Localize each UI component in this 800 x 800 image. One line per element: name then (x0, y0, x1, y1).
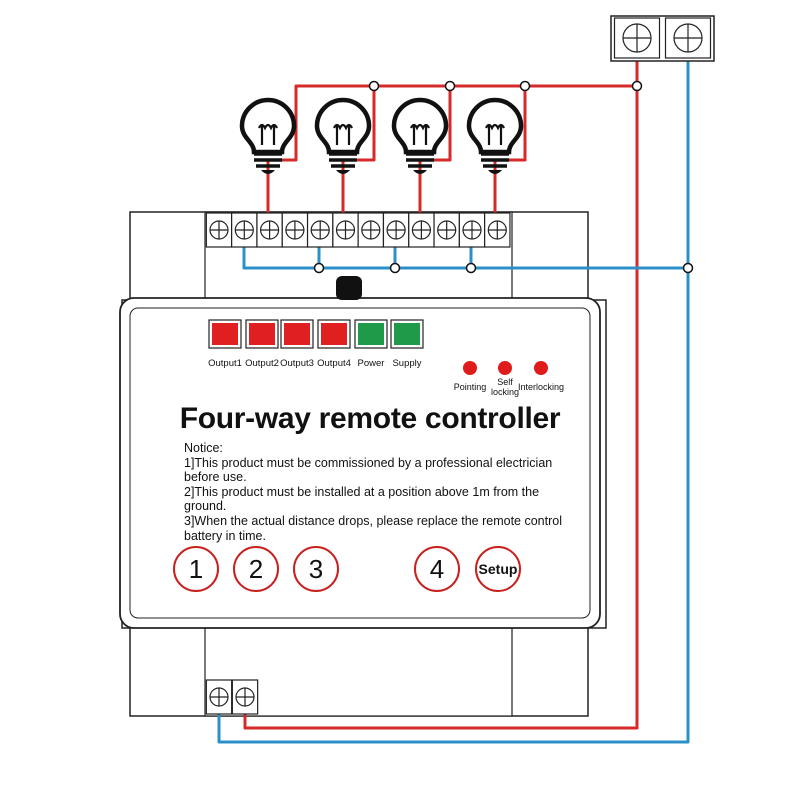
light-bulb-icon (314, 97, 372, 174)
indicator-led (321, 323, 347, 345)
bulb-filament (258, 123, 278, 145)
indicator-label: Power (357, 358, 385, 369)
junction-dot (682, 262, 694, 274)
bulb-base (406, 152, 434, 168)
mode-label: Self locking (490, 377, 519, 397)
junction-dot (519, 80, 531, 92)
button-2[interactable]: 2 (233, 546, 279, 592)
junction-dot (313, 262, 325, 274)
bulb-tip (488, 170, 502, 174)
junction-dot (465, 262, 477, 274)
notice-line: ground. (184, 499, 227, 514)
light-bulb-icon (239, 97, 297, 174)
notice-line: before use. (184, 470, 247, 485)
indicator-label: Output3 (280, 358, 314, 369)
wire (217, 36, 690, 744)
bulb-filament (333, 123, 353, 145)
wire (506, 84, 527, 162)
indicator-led (394, 323, 420, 345)
notice-line: 1]This product must be commissioned by a… (184, 455, 553, 470)
indicator-led (358, 323, 384, 345)
setup-button[interactable]: Setup (475, 546, 521, 592)
light-bulb-icon (391, 97, 449, 174)
button-1[interactable]: 1 (173, 546, 219, 592)
indicator-label: Output4 (317, 358, 351, 369)
light-bulb-icon (466, 97, 524, 174)
wire (432, 84, 452, 162)
mode-label: Interlocking (517, 382, 565, 392)
notice-line: battery in time. (184, 528, 266, 543)
indicator-label: Supply (392, 358, 422, 369)
indicator-led (249, 323, 275, 345)
indicator-led (212, 323, 238, 345)
mode-indicator-led (498, 361, 512, 375)
bulb-tip (261, 170, 275, 174)
junction-dot (368, 80, 380, 92)
junction-dot (444, 80, 456, 92)
indicator-label: Output1 (208, 358, 242, 369)
bulb-filament (410, 123, 430, 145)
bulb-base (481, 152, 509, 168)
bulb-base (254, 152, 282, 168)
indicator-led (284, 323, 310, 345)
bulb-filament (485, 123, 505, 145)
notice-text: Notice: 1]This product must be commissio… (184, 441, 562, 543)
mode-indicator-led (534, 361, 548, 375)
bulb-base (329, 152, 357, 168)
mode-label: Pointing (453, 382, 487, 392)
junction-dot (631, 80, 643, 92)
notice-line: Notice: (184, 441, 223, 455)
antenna-knob (336, 276, 362, 300)
mode-indicator-led (463, 361, 477, 375)
bulb-tip (413, 170, 427, 174)
bulb-tip (336, 170, 350, 174)
notice-line: 2]This product must be installed at a po… (184, 484, 540, 499)
front-panel-inner (129, 307, 591, 619)
device-title: Four-way remote controller (179, 402, 561, 435)
button-3[interactable]: 3 (293, 546, 339, 592)
indicator-label: Output2 (245, 358, 279, 369)
junction-dot (389, 262, 401, 274)
notice-line: 3]When the actual distance drops, please… (184, 513, 562, 528)
button-4[interactable]: 4 (414, 546, 460, 592)
wire (356, 84, 376, 162)
